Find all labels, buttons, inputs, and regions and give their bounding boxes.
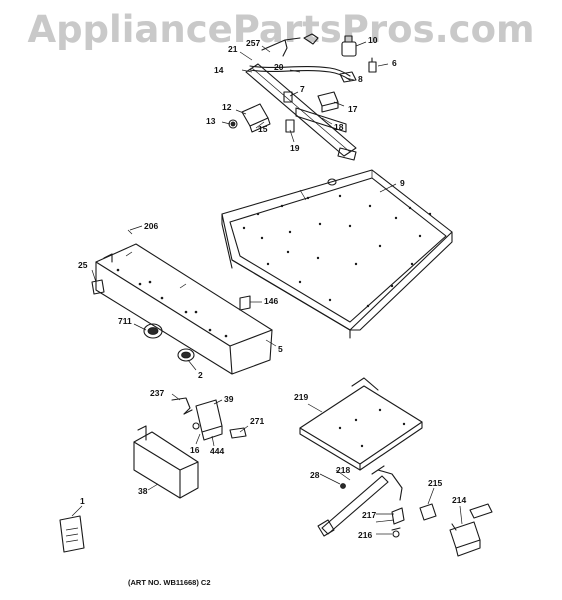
callout-271: 271 <box>250 416 264 426</box>
callout-711: 711 <box>118 316 132 326</box>
callout-28: 28 <box>310 470 320 480</box>
manifold-assembly <box>228 33 377 161</box>
callout-7: 7 <box>300 84 305 94</box>
callout-1: 1 <box>80 496 85 506</box>
burner-box-pan <box>221 169 453 339</box>
callout-14: 14 <box>214 65 224 75</box>
callout-217: 217 <box>362 510 376 520</box>
callout-6: 6 <box>392 58 397 68</box>
callout-219: 219 <box>294 392 308 402</box>
callout-8: 8 <box>358 74 363 84</box>
thermostat-valve <box>171 397 247 441</box>
callout-17: 17 <box>348 104 358 114</box>
callout-21: 21 <box>228 44 238 54</box>
callout-216: 216 <box>358 530 372 540</box>
leader-lines <box>71 41 463 535</box>
watermark: AppliancePartsPros.com <box>27 8 535 51</box>
callout-2: 2 <box>198 370 203 380</box>
art-number-caption: (ART NO. WB11668) C2 <box>128 578 211 587</box>
callout-20: 20 <box>274 62 284 72</box>
callout-labels: 257 10 21 6 14 20 8 7 17 12 13 15 18 19 … <box>78 35 466 540</box>
callout-5: 5 <box>278 344 283 354</box>
callout-38: 38 <box>138 486 148 496</box>
callout-237: 237 <box>150 388 164 398</box>
callout-146: 146 <box>264 296 278 306</box>
callout-13: 13 <box>206 116 216 126</box>
callout-39: 39 <box>224 394 234 404</box>
manifold-panel <box>91 229 273 375</box>
callout-257: 257 <box>246 38 260 48</box>
callout-18: 18 <box>334 122 344 132</box>
burner-support-plate <box>299 377 423 471</box>
callout-9: 9 <box>400 178 405 188</box>
valve-bracket <box>133 425 199 499</box>
literature-card <box>59 515 85 553</box>
callout-218: 218 <box>336 465 350 475</box>
callout-15: 15 <box>258 124 268 134</box>
callout-444: 444 <box>210 446 224 456</box>
callout-215: 215 <box>428 478 442 488</box>
callout-16: 16 <box>190 445 200 455</box>
callout-10: 10 <box>368 35 378 45</box>
callout-25: 25 <box>78 260 88 270</box>
callout-214: 214 <box>452 495 466 505</box>
callout-12: 12 <box>222 102 232 112</box>
igniter-parts <box>419 503 493 557</box>
callout-206: 206 <box>144 221 158 231</box>
burner-tube <box>317 465 405 538</box>
callout-19: 19 <box>290 143 300 153</box>
